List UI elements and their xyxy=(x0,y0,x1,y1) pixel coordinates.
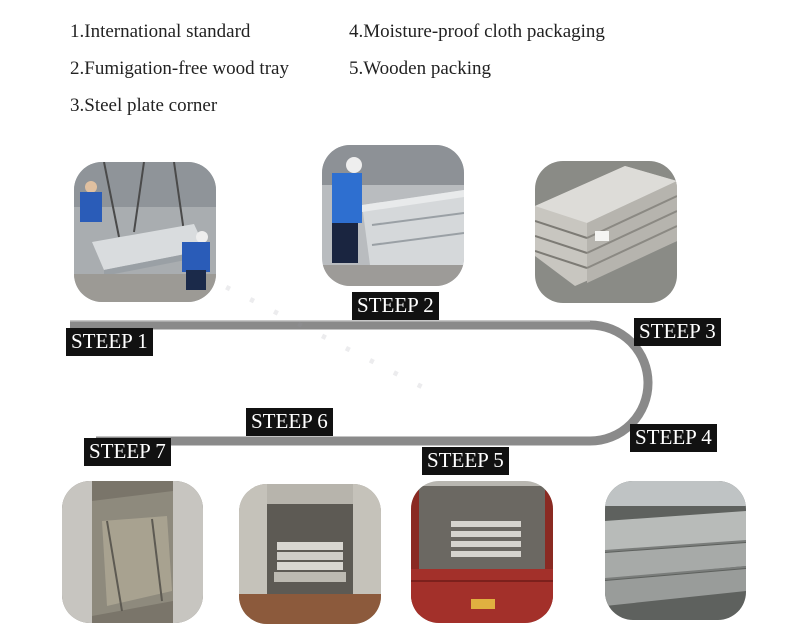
photo-step1-lifting xyxy=(74,162,216,302)
step-label-1: STEEP 1 xyxy=(66,328,153,356)
photo-step6-container xyxy=(239,484,381,624)
step-label-5: STEEP 5 xyxy=(422,447,509,475)
note-moisture-proof-cloth: 4.Moisture-proof cloth packaging xyxy=(349,21,605,42)
step-label-7: STEEP 7 xyxy=(84,438,171,466)
note-wooden-packing: 5.Wooden packing xyxy=(349,58,491,79)
note-international-standard: 1.International standard xyxy=(70,21,251,42)
photo-step4-plates-floor xyxy=(605,481,746,620)
step-label-6: STEEP 6 xyxy=(246,408,333,436)
note-fumigation-free-tray: 2.Fumigation-free wood tray xyxy=(70,58,289,79)
step-label-4: STEEP 4 xyxy=(630,424,717,452)
photo-step3-plate-stack xyxy=(535,161,677,303)
photo-step7-covered xyxy=(62,481,203,623)
note-steel-plate-corner: 3.Steel plate corner xyxy=(70,95,218,116)
photo-step2-worker xyxy=(322,145,464,286)
photo-step5-red-container xyxy=(411,481,553,623)
step-label-2: STEEP 2 xyxy=(352,292,439,320)
step-label-3: STEEP 3 xyxy=(634,318,721,346)
